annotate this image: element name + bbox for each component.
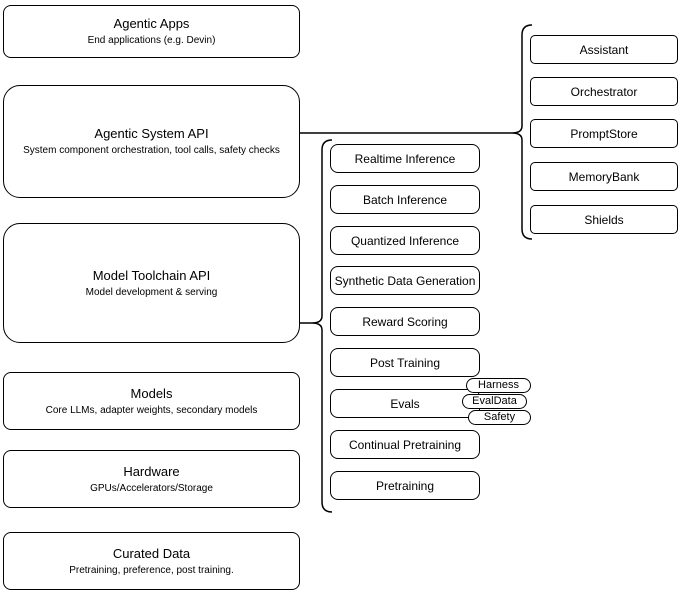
pill-label: Safety <box>483 411 516 423</box>
node-subtitle: Pretraining, preference, post training. <box>69 564 234 576</box>
node-label: MemoryBank <box>568 169 640 184</box>
node-label: Evals <box>390 396 420 411</box>
node-label: Synthetic Data Generation <box>334 273 476 288</box>
eval-tag-harness: Harness <box>466 378 531 393</box>
node-shields: Shields <box>530 205 678 234</box>
node-subtitle: System component orchestration, tool cal… <box>23 145 280 156</box>
node-label: Assistant <box>579 42 629 57</box>
eval-tag-safety: Safety <box>468 410 531 425</box>
node-title: Hardware <box>123 463 180 479</box>
node-models: Models Core LLMs, adapter weights, secon… <box>3 372 300 430</box>
node-subtitle: End applications (e.g. Devin) <box>87 35 216 46</box>
node-post-training: Post Training <box>330 348 480 377</box>
node-reward-scoring: Reward Scoring <box>330 307 480 336</box>
node-memorybank: MemoryBank <box>530 162 678 191</box>
node-pretraining: Pretraining <box>330 471 480 500</box>
node-continual-pretraining: Continual Pretraining <box>330 430 480 459</box>
node-synthetic-data-generation: Synthetic Data Generation <box>330 266 480 295</box>
node-promptstore: PromptStore <box>530 119 678 148</box>
node-label: Quantized Inference <box>350 233 460 248</box>
node-title: Curated Data <box>112 545 191 561</box>
node-subtitle: Core LLMs, adapter weights, secondary mo… <box>45 404 258 416</box>
node-label: Orchestrator <box>570 84 638 99</box>
pill-label: EvalData <box>472 395 517 407</box>
node-label: Continual Pretraining <box>348 437 462 452</box>
node-label: Realtime Inference <box>354 151 456 166</box>
node-hardware: Hardware GPUs/Accelerators/Storage <box>3 450 300 508</box>
node-title: Agentic System API <box>94 126 209 141</box>
node-title: Models <box>130 385 173 401</box>
system-brace <box>511 24 533 240</box>
node-label: PromptStore <box>570 126 638 141</box>
node-label: Shields <box>584 212 624 227</box>
node-subtitle: Model development & serving <box>85 286 218 298</box>
eval-tag-evaldata: EvalData <box>462 394 527 409</box>
node-title: Model Toolchain API <box>92 267 211 283</box>
node-label: Post Training <box>369 355 441 370</box>
node-batch-inference: Batch Inference <box>330 185 480 214</box>
node-agentic-apps: Agentic Apps End applications (e.g. Devi… <box>3 5 300 58</box>
node-realtime-inference: Realtime Inference <box>330 144 480 173</box>
node-model-toolchain-api: Model Toolchain API Model development & … <box>3 223 300 343</box>
node-label: Reward Scoring <box>362 314 448 329</box>
pill-label: Harness <box>478 379 519 391</box>
node-agentic-system-api: Agentic System API System component orch… <box>3 85 300 198</box>
node-label: Pretraining <box>375 478 435 493</box>
node-subtitle: GPUs/Accelerators/Storage <box>90 482 213 494</box>
node-assistant: Assistant <box>530 35 678 64</box>
node-orchestrator: Orchestrator <box>530 77 678 106</box>
node-label: Batch Inference <box>362 192 448 207</box>
node-evals: Evals <box>330 389 480 418</box>
node-curated-data: Curated Data Pretraining, preference, po… <box>3 532 300 590</box>
node-title: Agentic Apps <box>113 16 190 31</box>
toolchain-brace <box>311 139 333 513</box>
node-quantized-inference: Quantized Inference <box>330 226 480 255</box>
